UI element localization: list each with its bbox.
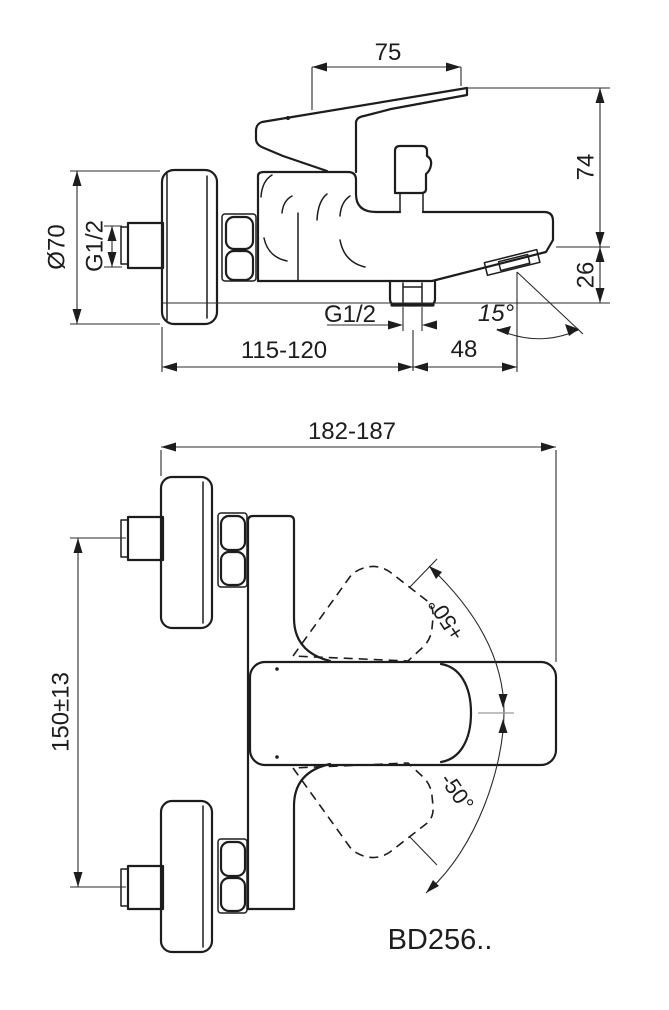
side-view-dimensions: 75 Ø70 G1/2 74 26 G1/2 15° <box>44 39 610 372</box>
lever-raised-position <box>292 565 434 662</box>
wall-flange-top-front <box>159 475 214 630</box>
front-view: 182-187 150±13 +50° -50° BD256.. <box>48 418 558 956</box>
wall-distance-label: 115-120 <box>241 337 327 364</box>
wall-flange-side <box>160 168 219 326</box>
front-view-dimensions: 182-187 150±13 +50° -50° <box>48 418 557 894</box>
inlet-thread-label: G1/2 <box>82 220 109 272</box>
lever-indicator-dot <box>286 116 290 120</box>
mixer-body-side <box>256 170 402 283</box>
dim-75-label: 75 <box>375 39 402 66</box>
inlet-nipple-top-front <box>126 515 165 562</box>
aerator <box>483 248 541 277</box>
hex-nut-bottom-front <box>217 838 248 914</box>
lever-handle-side <box>254 86 469 174</box>
side-view: 75 Ø70 G1/2 74 26 G1/2 15° <box>44 39 610 372</box>
side-view-object <box>120 86 555 326</box>
product-code-label: BD256.. <box>388 924 493 956</box>
inlet-nipple-side <box>126 221 165 270</box>
wall-flange-bottom-front <box>159 799 214 954</box>
aerator-angle-label: 15° <box>478 300 515 327</box>
lever-handle-front <box>248 660 558 767</box>
outlet-thread-label: G1/2 <box>324 301 376 328</box>
spout-side <box>256 210 555 283</box>
aerator-distance-label: 48 <box>451 336 478 363</box>
outlet-nut-side <box>388 279 437 307</box>
lever-lowered-position <box>292 762 434 859</box>
body-fillets <box>260 174 366 268</box>
overhang-26-label: 26 <box>573 262 600 289</box>
flange-diameter-label: Ø70 <box>44 224 71 269</box>
hex-nut-side <box>221 213 257 282</box>
lever-down-angle-label: -50° <box>435 768 479 816</box>
hex-nut-top-front <box>217 512 248 588</box>
front-view-object <box>120 475 558 954</box>
mixer-body-front <box>246 514 332 911</box>
overall-width-label: 182-187 <box>308 418 396 445</box>
height-74-label: 74 <box>573 154 600 181</box>
inlet-spacing-label: 150±13 <box>48 672 75 752</box>
inlet-nipple-bottom-front <box>126 864 165 911</box>
shower-outlet-knob <box>393 144 433 213</box>
